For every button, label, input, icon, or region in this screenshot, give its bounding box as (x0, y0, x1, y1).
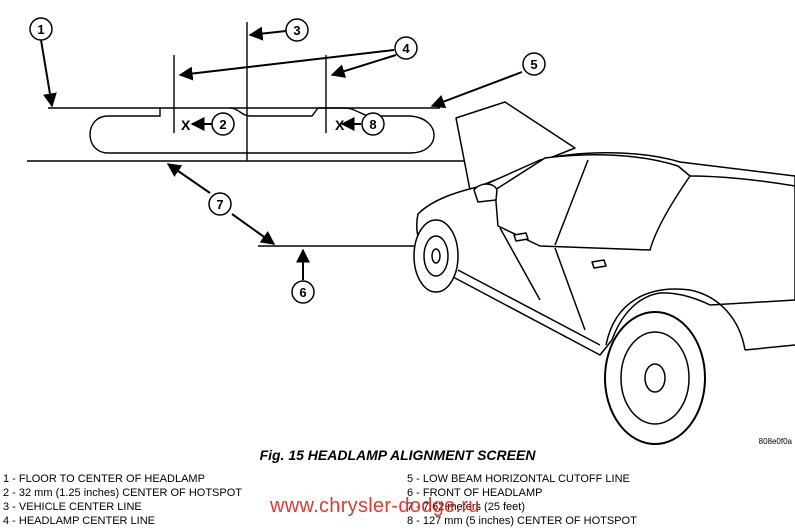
vehicle-door-line (499, 227, 586, 331)
vehicle-greenhouse (494, 153, 691, 251)
legend-item-5: 5 - LOW BEAM HORIZONTAL CUTOFF LINE (407, 473, 630, 485)
vehicle-rear-hub (644, 363, 666, 393)
vehicle-mirror (473, 183, 498, 203)
callout-7: 7 (208, 192, 232, 216)
callout-7-label: 7 (216, 197, 223, 212)
legend-right-column: 5 - LOW BEAM HORIZONTAL CUTOFF LINE 6 - … (407, 472, 637, 528)
watermark: www.chrysler-dodge.ru (270, 495, 480, 517)
vehicle-rear-bumper (744, 344, 795, 351)
callout-6-label: 6 (299, 285, 306, 300)
figure-title: Fig. 15 HEADLAMP ALIGNMENT SCREEN (259, 447, 536, 463)
leader-7a (166, 163, 211, 194)
vehicle-rear-window (689, 175, 795, 187)
hotspot-right-mark: X (335, 117, 345, 133)
vehicle-front-hub (431, 248, 441, 264)
callout-2: 2 (211, 112, 235, 136)
leader-arrows (40, 26, 523, 280)
beam-pattern-outline (89, 107, 435, 154)
alignment-screen (27, 22, 470, 247)
legend-item-3: 3 - VEHICLE CENTER LINE (3, 501, 142, 513)
callout-4-label: 4 (402, 41, 410, 56)
hotspot-left-mark: X (181, 117, 191, 133)
legend-item-6: 6 - FRONT OF HEADLAMP (407, 487, 543, 499)
legend-item-2: 2 - 32 mm (1.25 inches) CENTER OF HOTSPO… (3, 487, 242, 499)
callout-1-label: 1 (37, 22, 44, 37)
vehicle-door-handle-front (513, 232, 529, 242)
vehicle-rocker (457, 269, 601, 346)
vehicle-rear-fender (605, 288, 746, 351)
callout-5: 5 (522, 52, 546, 76)
leader-5 (430, 71, 523, 109)
leader-1 (40, 39, 57, 108)
leader-4b (330, 54, 397, 78)
leader-7b (231, 213, 276, 245)
callout-3-label: 3 (293, 23, 300, 38)
callout-4: 4 (394, 36, 418, 60)
leader-3 (248, 26, 287, 41)
vehicle-b-pillar (554, 159, 589, 246)
callout-3: 3 (285, 18, 309, 42)
callout-8: 8 (361, 112, 385, 136)
legend-item-4: 4 - HEADLAMP CENTER LINE (3, 515, 156, 527)
vehicle-illustration (413, 101, 795, 445)
vehicle-hood (455, 101, 576, 191)
figure-image-code: 808e0f0a (758, 437, 792, 446)
legend-item-1: 1 - FLOOR TO CENTER OF HEADLAMP (3, 473, 205, 485)
legend-item-8: 8 - 127 mm (5 inches) CENTER OF HOTSPOT (407, 515, 637, 527)
callout-8-label: 8 (369, 117, 376, 132)
legend-item-7: 7 - 7.62 meters (25 feet) (407, 501, 525, 513)
leader-4a (178, 49, 395, 81)
vehicle-door-handle-rear (591, 259, 607, 269)
callout-6: 6 (291, 280, 315, 304)
callout-1: 1 (29, 17, 53, 41)
callout-2-label: 2 (219, 117, 226, 132)
legend-left-column: 1 - FLOOR TO CENTER OF HEADLAMP 2 - 32 m… (3, 472, 242, 528)
callout-5-label: 5 (530, 57, 537, 72)
